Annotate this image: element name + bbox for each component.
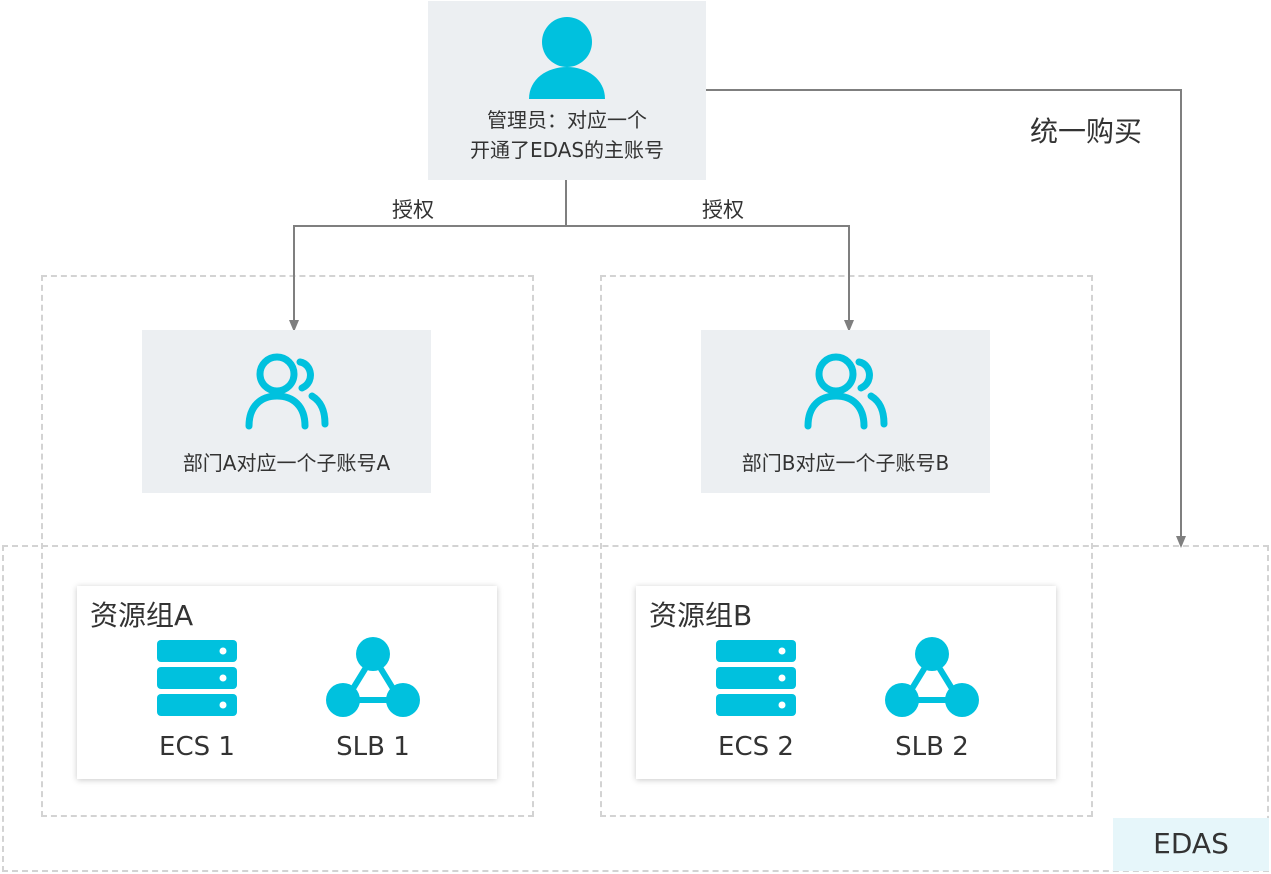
dept-b-region bbox=[600, 275, 1093, 817]
resource-group-a-title: 资源组A bbox=[90, 599, 194, 632]
resource-group-b: 资源组B ECS 2 SLB 2 bbox=[636, 586, 1056, 779]
admin-node: 管理员：对应一个 开通了EDAS的主账号 bbox=[428, 1, 706, 180]
admin-label-line2: 开通了EDAS的主账号 bbox=[469, 138, 665, 162]
authorize-edge bbox=[566, 225, 854, 332]
dept-b-label: 部门B对应一个子账号B bbox=[741, 451, 950, 475]
slb-label: SLB 1 bbox=[336, 732, 410, 762]
edas-badge-label: EDAS bbox=[1153, 827, 1229, 860]
user-group-icon bbox=[804, 353, 888, 430]
authorize-left-label: 授权 bbox=[392, 198, 434, 222]
load-balancer-icon bbox=[326, 637, 420, 717]
ecs-label: ECS 1 bbox=[159, 732, 235, 762]
resource-group-a: 资源组A ECS 1 SLB 1 bbox=[77, 586, 497, 779]
dept-b-node: 部门B对应一个子账号B bbox=[701, 330, 990, 493]
authorize-edge bbox=[289, 180, 567, 332]
load-balancer-icon bbox=[885, 637, 979, 717]
server-icon bbox=[716, 640, 796, 716]
dept-a-node: 部门A对应一个子账号A bbox=[142, 330, 431, 493]
dept-a-region bbox=[41, 275, 534, 817]
slb-label: SLB 2 bbox=[895, 732, 969, 762]
authorize-right-label: 授权 bbox=[702, 198, 744, 222]
server-icon bbox=[157, 640, 237, 716]
user-icon bbox=[529, 17, 605, 99]
user-group-icon bbox=[245, 353, 329, 430]
ecs-label: ECS 2 bbox=[718, 732, 794, 762]
purchase-edge bbox=[706, 89, 1186, 548]
unified-purchase-label: 统一购买 bbox=[1030, 115, 1143, 148]
edas-region bbox=[2, 545, 1269, 872]
edas-badge: EDAS bbox=[1113, 818, 1269, 871]
admin-label-line1: 管理员：对应一个 bbox=[487, 108, 647, 132]
resource-group-b-title: 资源组B bbox=[649, 599, 753, 632]
dept-a-label: 部门A对应一个子账号A bbox=[182, 451, 391, 475]
